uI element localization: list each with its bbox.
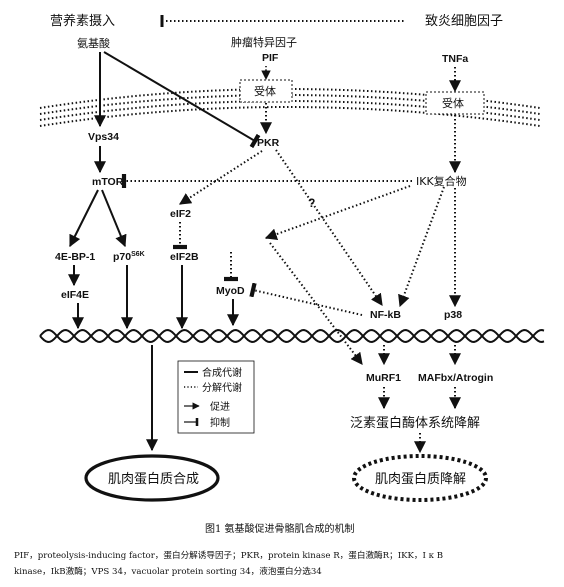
- mtor-label: mTOR: [92, 176, 124, 188]
- mtor-to-p70-arrow: [101, 189, 127, 248]
- eif2b-label: eIF2B: [170, 251, 199, 263]
- figure-caption: 图1 氨基酸促进骨骼肌合成的机制: [205, 522, 355, 535]
- p70-label: p70S6K: [113, 251, 145, 263]
- dna-helix: [39, 329, 545, 343]
- pkr-label: PKR: [257, 137, 280, 149]
- pkr-to-eif2-arrow: [178, 150, 263, 205]
- ikk-complex-label: IKK复合物: [416, 174, 467, 188]
- pif-cn-label: 肿瘤特异因子: [231, 35, 297, 49]
- legend-inhibit: 抑制: [210, 416, 230, 429]
- muscle-degradation-label: 肌肉蛋白质降解: [375, 471, 466, 487]
- myod-label: MyoD: [216, 285, 245, 297]
- pkr-to-nfkb-arrow: [275, 149, 383, 306]
- eif4e-label: eIF4E: [61, 289, 89, 301]
- legend-promote: 促进: [210, 400, 230, 413]
- unknown-mark: ?: [308, 196, 315, 210]
- cross-to-murf1-arrow: [269, 242, 363, 365]
- ubiquitin-proteasome-label: 泛素蛋白酶体系统降解: [350, 415, 480, 431]
- footnote-line-1: PIF，proteolysis-inducing factor，蛋白分解诱导因子…: [14, 549, 443, 561]
- proinflammatory-cytokine-label: 致炎细胞因子: [425, 14, 503, 29]
- p38-label: p38: [444, 309, 462, 321]
- vps34-label: Vps34: [88, 131, 119, 143]
- ikk-to-cross-arrow: [264, 185, 411, 240]
- receptor-label-pif: 受体: [254, 84, 276, 98]
- mtor-to-4ebp1-arrow: [69, 189, 99, 248]
- legend-anabolic: 合成代谢: [202, 366, 242, 379]
- nfkb-label: NF-kB: [370, 309, 401, 321]
- ikk-to-nfkb-arrow: [398, 186, 445, 308]
- amino-acid-label: 氨基酸: [77, 36, 110, 50]
- nfkb-inhibit-myod: [249, 282, 363, 316]
- legend-catabolic: 分解代谢: [202, 381, 242, 394]
- tnfa-label: TNFa: [442, 53, 468, 65]
- muscle-synthesis-oval: [84, 454, 220, 502]
- mafbx-label: MAFbx/Atrogin: [418, 372, 493, 384]
- footnote-line-2: kinase，IkB激酶；VPS 34，vacuolar protein sor…: [14, 565, 322, 577]
- muscle-degradation-oval: [352, 454, 488, 502]
- receptor-box-pif: [239, 79, 293, 103]
- aa-inhibit-pkr: [103, 51, 261, 149]
- muscle-synthesis-label: 肌肉蛋白质合成: [108, 471, 199, 487]
- receptor-label-tnfa: 受体: [442, 96, 464, 110]
- 4e-bp-1-label: 4E-BP-1: [55, 251, 95, 263]
- eif2-label: eIF2: [170, 208, 191, 220]
- nutrient-intake-label: 营养素摄入: [50, 13, 115, 29]
- pif-label: PIF: [262, 52, 279, 64]
- murf1-label: MuRF1: [366, 372, 401, 384]
